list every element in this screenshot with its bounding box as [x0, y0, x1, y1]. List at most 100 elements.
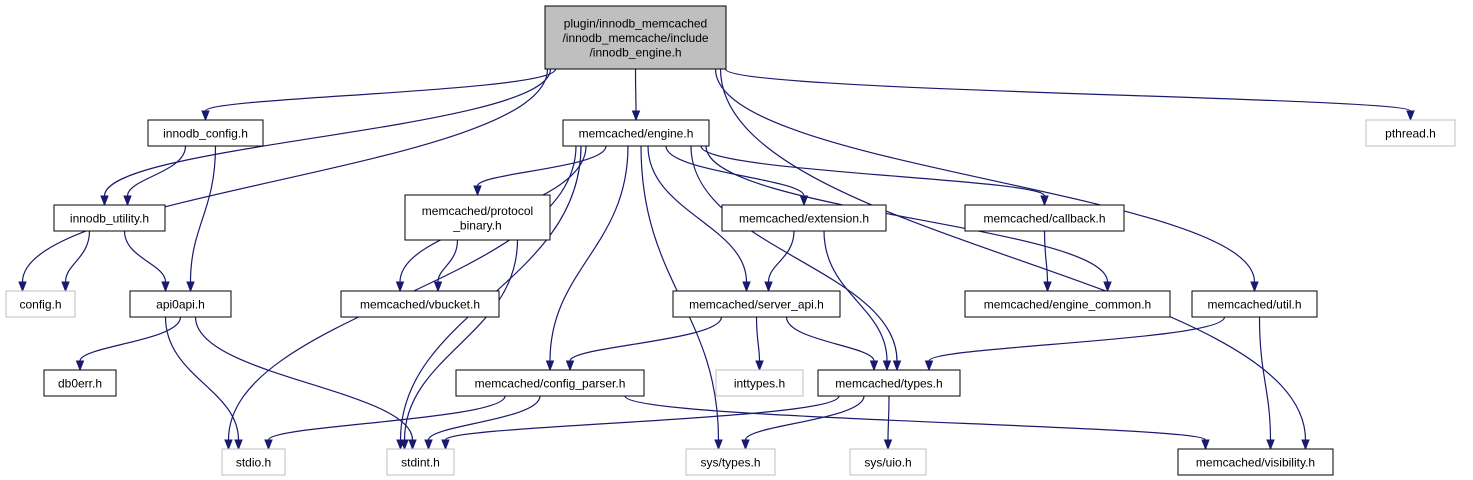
edge-server_api-to-types	[785, 316, 879, 372]
node-innodb-utility[interactable]: innodb_utility.h	[53, 204, 166, 232]
edge-types-to-stdint	[441, 395, 840, 451]
edge-engine-to-types	[690, 145, 902, 372]
node-label: stdio.h	[236, 456, 271, 470]
node-sys-uio: sys/uio.h	[849, 448, 927, 476]
edge-innodb_config-to-innodb_utility	[123, 145, 187, 207]
edge-extension-to-server_api	[764, 230, 795, 293]
node-label: innodb_utility.h	[70, 212, 149, 226]
node-callback[interactable]: memcached/callback.h	[964, 204, 1125, 232]
node-box	[5, 290, 76, 318]
edge-main-to-config	[18, 68, 549, 293]
edge-callback-to-engine_common	[1043, 230, 1052, 293]
node-label: sys/types.h	[700, 456, 760, 470]
node-protocol-binary[interactable]: memcached/protocol_binary.h	[404, 194, 551, 241]
node-engine[interactable]: memcached/engine.h	[562, 119, 710, 147]
node-box	[1191, 290, 1318, 318]
node-label: plugin/innodb_memcached	[564, 17, 707, 31]
node-label: memcached/visibility.h	[1196, 456, 1315, 470]
node-main[interactable]: plugin/innodb_memcached/innodb_memcache/…	[544, 5, 727, 70]
edge-config_parser-to-stdio	[264, 395, 506, 451]
node-label: pthread.h	[1385, 127, 1436, 141]
node-box	[340, 290, 500, 318]
node-innodb-config[interactable]: innodb_config.h	[147, 119, 264, 147]
edge-types-to-sys_uio	[883, 395, 893, 451]
edges-layer	[18, 68, 1415, 451]
node-label: /innodb_engine.h	[589, 46, 681, 60]
node-label: memcached/engine_common.h	[984, 298, 1151, 312]
edge-server_api-to-config_parser	[565, 316, 723, 372]
edge-util-to-types	[924, 316, 1226, 372]
edge-config_parser-to-visibility	[624, 395, 1210, 451]
node-box	[129, 290, 232, 318]
edge-types-to-sys_types	[741, 395, 865, 451]
node-util[interactable]: memcached/util.h	[1191, 290, 1318, 318]
node-box	[455, 369, 645, 397]
edge-main-to-innodb_config	[201, 68, 557, 122]
node-config-parser[interactable]: memcached/config_parser.h	[455, 369, 645, 397]
node-label: api0api.h	[156, 298, 205, 312]
node-label: memcached/extension.h	[739, 212, 869, 226]
node-label: _binary.h	[452, 218, 501, 232]
node-box	[715, 369, 804, 397]
edge-innodb_utility-to-api0api	[123, 230, 170, 293]
node-box	[43, 369, 117, 397]
node-box	[672, 290, 841, 318]
edge-config_parser-to-stdint	[424, 395, 541, 451]
edge-extension-to-types	[823, 230, 892, 372]
edge-engine-to-engine_common	[705, 145, 1112, 293]
node-visibility[interactable]: memcached/visibility.h	[1177, 448, 1334, 476]
node-pthread: pthread.h	[1365, 119, 1456, 147]
node-types[interactable]: memcached/types.h	[817, 369, 961, 397]
node-box	[404, 194, 551, 241]
node-label: memcached/engine.h	[579, 127, 694, 141]
node-box	[544, 5, 727, 70]
node-box	[53, 204, 166, 232]
node-label: inttypes.h	[734, 377, 785, 391]
edge-api0api-to-db0err	[75, 316, 182, 372]
edge-engine-to-config_parser	[545, 145, 629, 372]
edge-protocol_binary-to-vbucket	[433, 239, 459, 293]
edge-main-to-innodb_utility	[100, 68, 552, 207]
node-box	[1177, 448, 1334, 476]
node-stdio: stdio.h	[221, 448, 286, 476]
edge-api0api-to-stdio	[164, 316, 243, 451]
edge-util-to-visibility	[1258, 316, 1275, 451]
edge-api0api-to-stdint	[194, 316, 417, 451]
edge-main-to-util	[714, 68, 1259, 293]
edge-protocol_binary-to-stdint	[400, 239, 519, 451]
node-inttypes: inttypes.h	[715, 369, 804, 397]
node-label: db0err.h	[58, 377, 102, 391]
node-label: config.h	[19, 298, 61, 312]
node-engine-common[interactable]: memcached/engine_common.h	[964, 290, 1171, 318]
node-label: sys/uio.h	[864, 456, 911, 470]
edge-main-to-engine	[631, 68, 641, 122]
node-box	[221, 448, 286, 476]
node-vbucket[interactable]: memcached/vbucket.h	[340, 290, 500, 318]
node-box	[562, 119, 710, 147]
node-label: memcached/server_api.h	[689, 298, 824, 312]
node-box	[147, 119, 264, 147]
node-label: memcached/config_parser.h	[475, 377, 626, 391]
node-stdint: stdint.h	[386, 448, 455, 476]
node-label: stdint.h	[401, 456, 440, 470]
node-label: memcached/callback.h	[983, 212, 1105, 226]
node-box	[964, 290, 1171, 318]
edge-innodb_config-to-api0api	[186, 145, 217, 293]
edge-main-to-visibility	[719, 68, 1310, 451]
node-api0api[interactable]: api0api.h	[129, 290, 232, 318]
edge-engine-to-server_api	[647, 145, 751, 293]
edge-engine-to-protocol_binary	[473, 145, 607, 197]
node-sys-types: sys/types.h	[685, 448, 776, 476]
node-db0err[interactable]: db0err.h	[43, 369, 117, 397]
node-box	[1365, 119, 1456, 147]
edge-engine-to-callback	[700, 145, 1049, 207]
edge-innodb_utility-to-config	[61, 230, 91, 293]
node-box	[386, 448, 455, 476]
node-box	[685, 448, 776, 476]
node-label: memcached/util.h	[1207, 298, 1301, 312]
node-box	[817, 369, 961, 397]
node-label: memcached/protocol	[422, 204, 533, 218]
node-server-api[interactable]: memcached/server_api.h	[672, 290, 841, 318]
node-extension[interactable]: memcached/extension.h	[721, 204, 887, 232]
